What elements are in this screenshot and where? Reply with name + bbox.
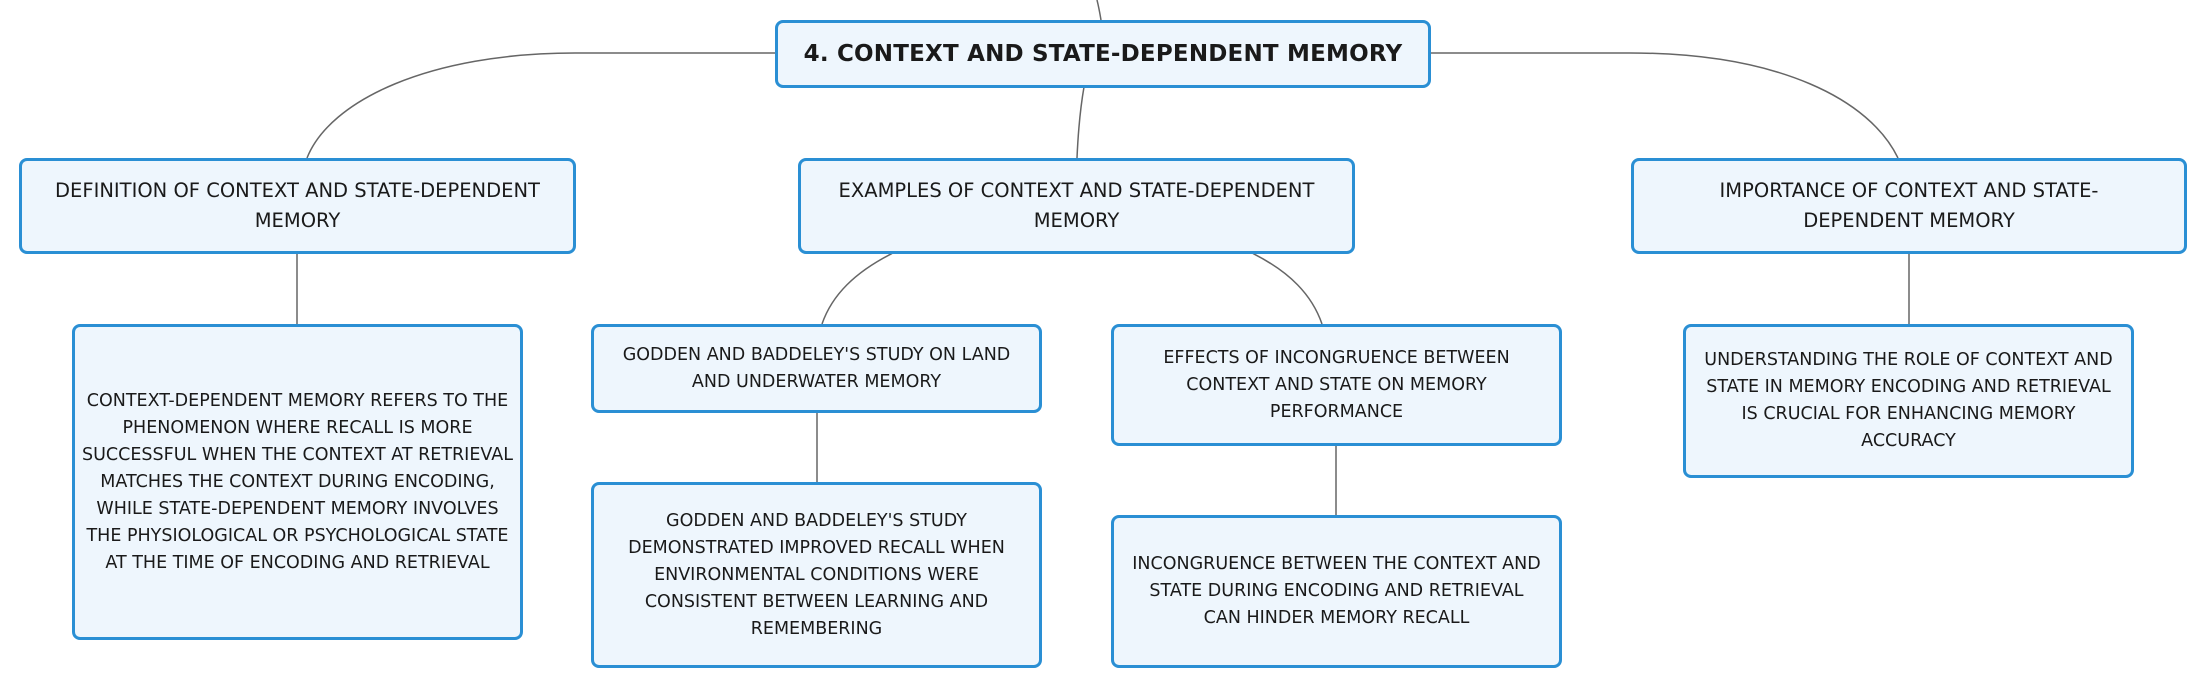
definition-detail[interactable]: CONTEXT-DEPENDENT MEMORY REFERS TO THE P… <box>72 324 523 640</box>
examples-topic-label: EXAMPLES OF CONTEXT AND STATE-DEPENDENT … <box>838 179 1315 232</box>
root-topic[interactable]: 4. CONTEXT AND STATE-DEPENDENT MEMORY <box>775 20 1431 88</box>
incongruence-topic[interactable]: EFFECTS OF INCONGRUENCE BETWEEN CONTEXT … <box>1111 324 1562 446</box>
connector-examples-to-incongruence <box>1251 252 1323 325</box>
examples-topic[interactable]: EXAMPLES OF CONTEXT AND STATE-DEPENDENT … <box>798 158 1355 254</box>
importance-topic-label: IMPORTANCE OF CONTEXT AND STATE-DEPENDEN… <box>1719 179 2099 232</box>
connector-parent-to-root <box>1096 0 1102 21</box>
godden-study-detail[interactable]: GODDEN AND BADDELEY'S STUDY DEMONSTRATED… <box>591 482 1042 668</box>
incongruence-detail-text: INCONGRUENCE BETWEEN THE CONTEXT AND STA… <box>1132 554 1541 628</box>
definition-topic-label: DEFINITION OF CONTEXT AND STATE-DEPENDEN… <box>55 179 540 232</box>
connector-examples-to-godden <box>821 252 894 325</box>
incongruence-label: EFFECTS OF INCONGRUENCE BETWEEN CONTEXT … <box>1163 347 1510 422</box>
definition-detail-text: CONTEXT-DEPENDENT MEMORY REFERS TO THE P… <box>82 390 513 573</box>
connector-root-to-importance <box>1430 52 1899 159</box>
godden-study-label: GODDEN AND BADDELEY'S STUDY ON LAND AND … <box>622 344 1011 392</box>
godden-study-detail-text: GODDEN AND BADDELEY'S STUDY DEMONSTRATED… <box>628 510 1005 639</box>
importance-topic[interactable]: IMPORTANCE OF CONTEXT AND STATE-DEPENDEN… <box>1631 158 2187 254</box>
importance-detail-text: UNDERSTANDING THE ROLE OF CONTEXT AND ST… <box>1704 350 2113 451</box>
importance-detail[interactable]: UNDERSTANDING THE ROLE OF CONTEXT AND ST… <box>1683 324 2134 478</box>
root-topic-label: 4. CONTEXT AND STATE-DEPENDENT MEMORY <box>803 41 1403 67</box>
godden-study-topic[interactable]: GODDEN AND BADDELEY'S STUDY ON LAND AND … <box>591 324 1042 413</box>
connector-root-to-definition <box>306 52 775 159</box>
incongruence-detail[interactable]: INCONGRUENCE BETWEEN THE CONTEXT AND STA… <box>1111 515 1562 668</box>
connector-root-to-examples <box>1076 86 1085 159</box>
definition-topic[interactable]: DEFINITION OF CONTEXT AND STATE-DEPENDEN… <box>19 158 576 254</box>
